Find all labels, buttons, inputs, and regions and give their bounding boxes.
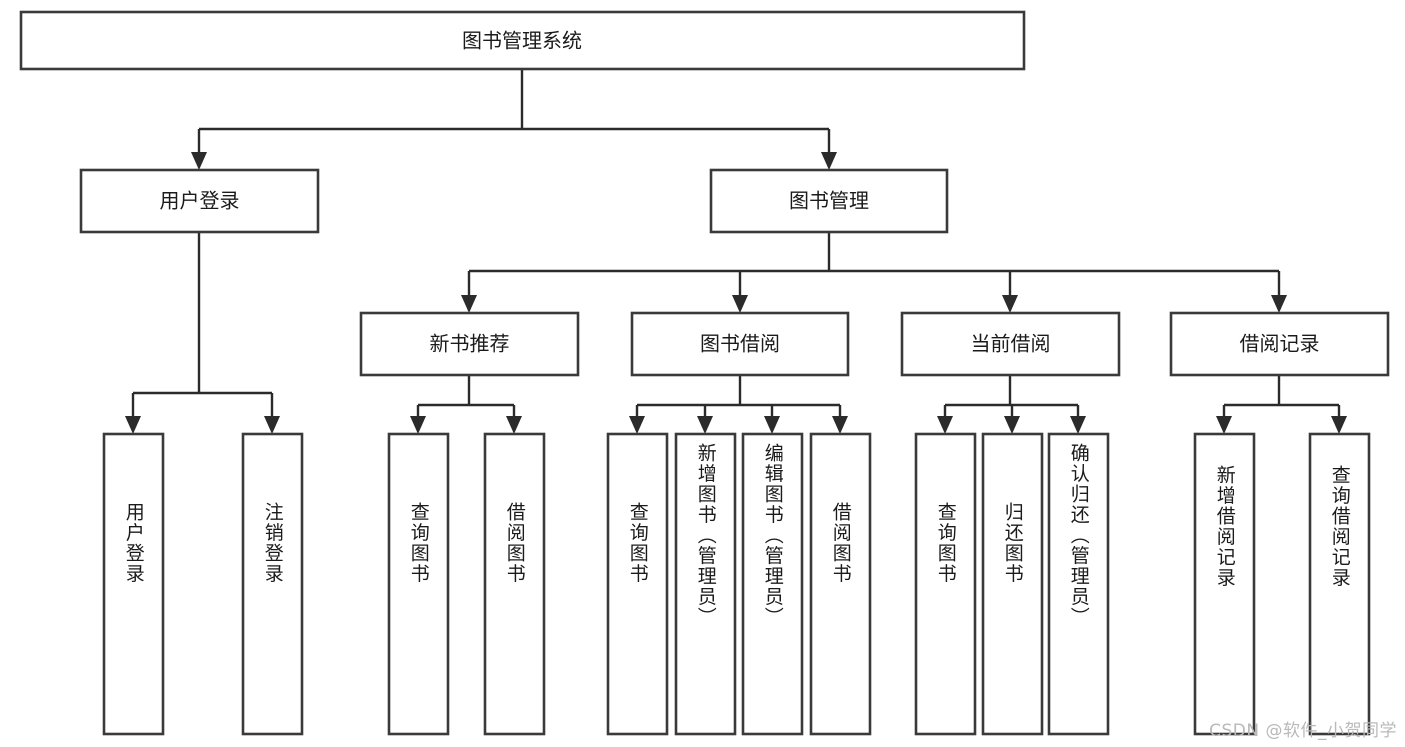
arrowhead-leaf-add-record <box>1216 416 1232 434</box>
node-leaf-user-login-box[interactable] <box>102 432 165 736</box>
node-book-manage-box[interactable] <box>709 168 949 234</box>
node-user-login-box[interactable] <box>79 168 320 234</box>
node-leaf-query-record-box[interactable] <box>1308 432 1371 736</box>
node-current-borrow-box[interactable] <box>900 311 1121 377</box>
node-new-book-rec-box[interactable] <box>359 311 580 377</box>
node-leaf-logout-box[interactable] <box>241 432 304 736</box>
node-new-book-rec-label: 新书推荐 <box>430 332 510 356</box>
arrowhead-book-borrow <box>732 295 748 313</box>
node-leaf-query-book-rec-box[interactable] <box>387 432 450 736</box>
arrowhead-user-login <box>191 152 207 170</box>
arrowhead-leaf-borrow-book <box>832 416 848 434</box>
node-leaf-add-record-box[interactable] <box>1193 432 1256 736</box>
arrowhead-leaf-edit-book <box>764 416 780 434</box>
node-leaf-borrow-book-box[interactable] <box>809 432 872 736</box>
arrowhead-book-manage <box>821 152 837 170</box>
node-root-box[interactable] <box>19 10 1026 71</box>
arrowhead-borrow-record <box>1271 295 1287 313</box>
node-leaf-borrow-book-rec-box[interactable] <box>483 432 546 736</box>
node-current-borrow-label: 当前借阅 <box>971 332 1051 356</box>
node-leaf-confirm-return-box[interactable] <box>1047 432 1110 736</box>
arrowhead-leaf-confirm-return <box>1070 416 1086 434</box>
node-root-label: 图书管理系统 <box>462 29 582 53</box>
node-leaf-return-book-box[interactable] <box>981 432 1044 736</box>
node-leaf-query-book-current-box[interactable] <box>914 432 977 736</box>
arrowhead-leaf-query-book-borrow <box>629 416 645 434</box>
node-book-manage-label: 图书管理 <box>789 189 869 213</box>
connectors-layer <box>125 69 1347 434</box>
node-leaf-edit-book-box[interactable] <box>741 432 804 736</box>
boxes-layer: 图书管理系统 用户登录 图书管理 新书推荐 图书借阅 当前借阅 借阅记录 <box>19 10 1390 736</box>
arrowhead-new-book-rec <box>461 295 477 313</box>
csdn-watermark: CSDN @软件_小贺同学 <box>1209 721 1397 741</box>
node-leaf-query-book-borrow-box[interactable] <box>606 432 669 736</box>
arrowhead-leaf-logout <box>264 416 280 434</box>
node-leaf-add-book-box[interactable] <box>674 432 737 736</box>
arrowhead-leaf-borrow-book-rec <box>506 416 522 434</box>
arrowhead-leaf-query-record <box>1331 416 1347 434</box>
arrowhead-leaf-query-book-current <box>937 416 953 434</box>
arrowhead-leaf-return-book <box>1004 416 1020 434</box>
node-borrow-record-box[interactable] <box>1169 311 1390 377</box>
arrowhead-leaf-user-login <box>125 416 141 434</box>
node-book-borrow-box[interactable] <box>630 311 850 377</box>
arrowhead-leaf-add-book <box>697 416 713 434</box>
node-book-borrow-label: 图书借阅 <box>700 332 780 356</box>
arrowhead-current-borrow <box>1002 295 1018 313</box>
node-user-login-label: 用户登录 <box>160 189 240 213</box>
node-borrow-record-label: 借阅记录 <box>1240 332 1320 356</box>
arrowhead-leaf-query-book-rec <box>410 416 426 434</box>
